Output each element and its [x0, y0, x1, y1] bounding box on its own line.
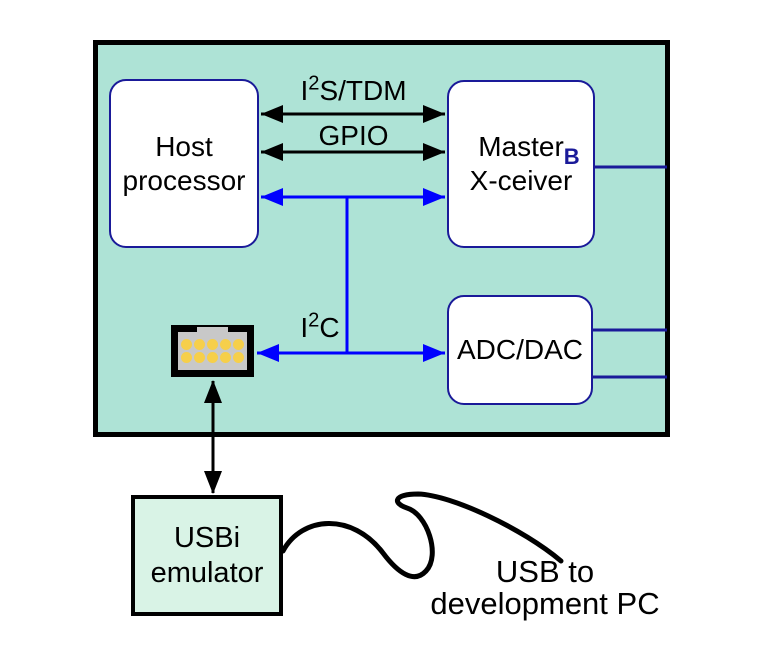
master-xceiver-block: Master B X-ceiver [447, 80, 595, 248]
connector-notch [197, 327, 228, 333]
i2s-tdm-bus-label: I2S/TDM [300, 72, 407, 106]
connector-pin [220, 339, 231, 350]
host-processor-label-line1: Host [155, 130, 213, 162]
master-xceiver-label-line1: Master B [478, 131, 580, 169]
usb-to-pc-label: USB to development PC [430, 554, 660, 621]
connector-body [178, 332, 247, 370]
adc-dac-block: ADC/DAC [447, 295, 593, 405]
connector-pin [194, 352, 205, 363]
usbi-label-line1: USBi [173, 521, 241, 554]
idc-header-connector-icon [171, 325, 254, 377]
connector-pin [181, 339, 192, 350]
host-processor-block: Host processor [109, 79, 259, 248]
usbi-emulator-block: USBi emulator [131, 495, 283, 616]
connector-pin [194, 339, 205, 350]
connector-pin [220, 352, 231, 363]
connector-pin [233, 352, 244, 363]
master-xceiver-label-line2: X-ceiver [469, 165, 573, 196]
usbi-label-line2: emulator [150, 556, 264, 589]
connector-pin [207, 339, 218, 350]
connector-pin [207, 352, 218, 363]
connector-pins [180, 338, 245, 364]
gpio-bus-label: GPIO [318, 120, 389, 151]
i2c-bus-label: I2C [300, 309, 340, 343]
master-variant-b-subscript: B [563, 144, 580, 169]
connector-pin [181, 352, 192, 363]
host-processor-label-line2: processor [122, 164, 246, 196]
connector-pin [233, 339, 244, 350]
adc-dac-label: ADC/DAC [456, 334, 583, 365]
